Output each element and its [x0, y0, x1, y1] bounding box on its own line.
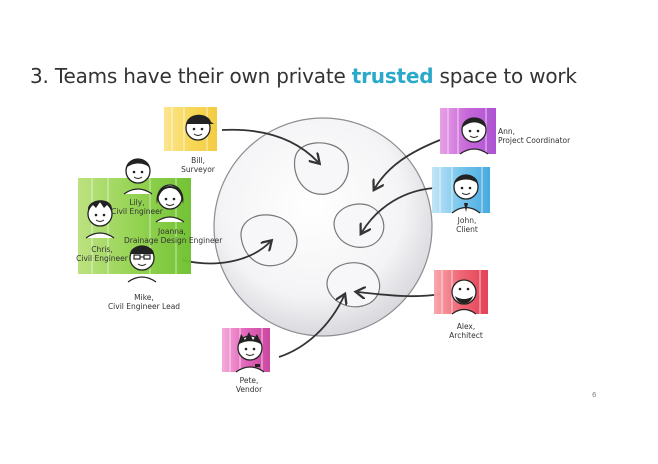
arrow-icon	[362, 187, 436, 232]
slide-title: 3. Teams have their own private trusted …	[30, 64, 577, 88]
page-number: 6	[592, 391, 597, 399]
joanna-label: Joanna,Drainage Design Engineer	[124, 227, 223, 245]
alex-label: Alex,Architect	[449, 322, 483, 340]
title-accent-word: trusted	[351, 64, 434, 88]
lily-label: Lily,Civil Engineer	[111, 198, 163, 216]
john-label: John,Client	[456, 216, 478, 234]
pete-label: Pete,Vendor	[235, 376, 263, 394]
private-space-4	[326, 262, 381, 308]
arrow-icon	[278, 296, 344, 358]
chris-label: Chris,Civil Engineer	[76, 245, 128, 263]
alex-avatar-card	[434, 270, 488, 315]
bill-avatar-card	[164, 107, 217, 151]
pete-avatar-card	[222, 328, 270, 373]
arrow-icon	[358, 292, 441, 296]
person-avatar-icon	[453, 174, 479, 200]
private-space-3	[333, 203, 385, 248]
ann-label: Ann,Project Coordinator	[498, 127, 571, 145]
arrow-icon	[375, 139, 441, 188]
bill-label: Bill,Surveyor	[181, 156, 215, 174]
team-avatar-card	[78, 158, 191, 283]
arrow-icon	[181, 242, 270, 265]
mike-label: Mike,Civil Engineer Lead	[107, 293, 181, 311]
arrow-icon	[221, 128, 318, 162]
private-space-1	[293, 142, 349, 195]
ann-avatar-card	[440, 108, 496, 155]
john-avatar-card	[432, 167, 490, 214]
